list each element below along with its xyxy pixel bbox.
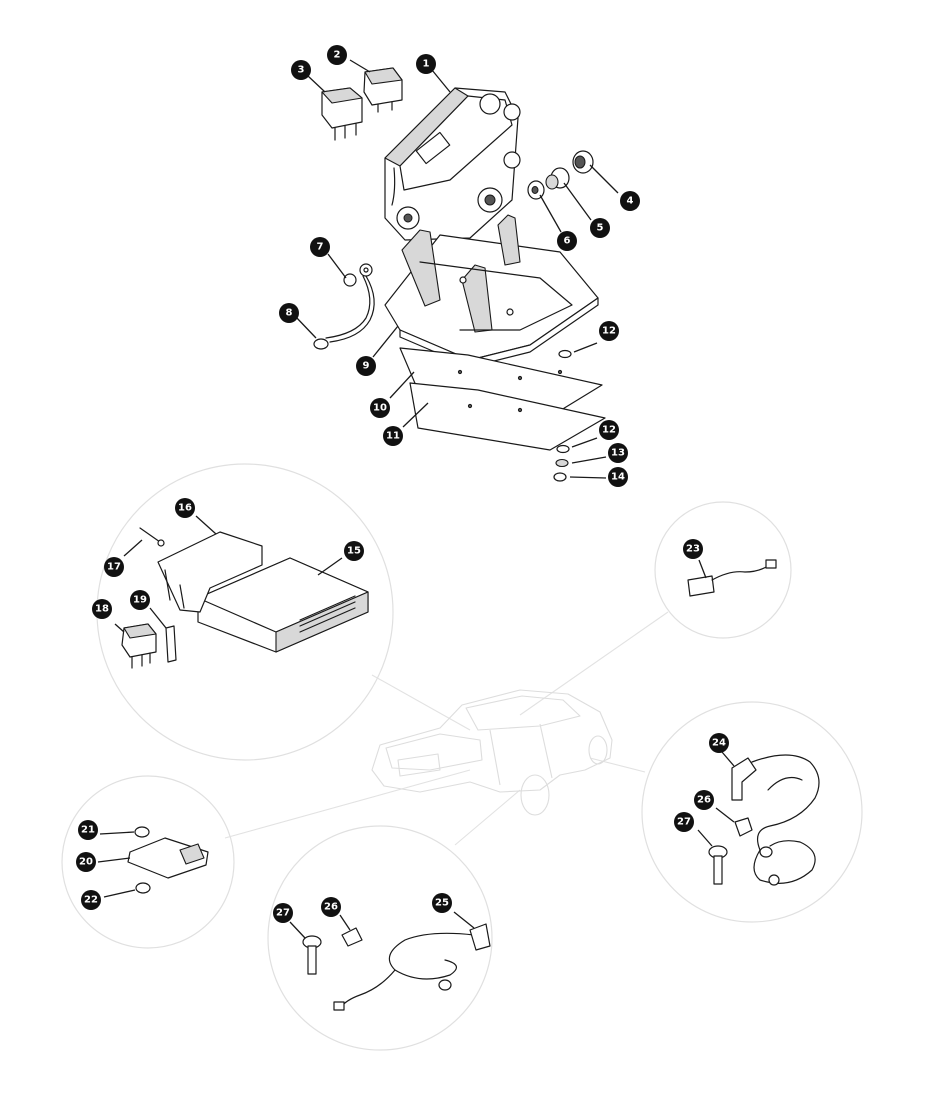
callout-label-4: 4 <box>627 196 634 207</box>
callout-badge-21: 21 <box>78 820 98 840</box>
callout-label-22: 22 <box>84 895 98 906</box>
callout-label-17: 17 <box>107 562 121 573</box>
callout-badge-8: 8 <box>279 303 299 323</box>
callout-badge-18: 18 <box>92 599 112 619</box>
detail-circle-front-sensor <box>267 825 493 1051</box>
callout-badge-27-rear: 27 <box>674 812 694 832</box>
callout-badge-24: 24 <box>709 733 729 753</box>
front-wheel-speed-sensor <box>302 923 491 1011</box>
callout-badge-25: 25 <box>432 893 452 913</box>
callout-badge-1: 1 <box>416 54 436 74</box>
callout-badge-12-upper: 12 <box>599 321 619 341</box>
mounting-grommets <box>527 150 594 200</box>
callout-label-25: 25 <box>435 898 449 909</box>
callout-label-6: 6 <box>564 236 571 247</box>
callout-badge-26-front: 26 <box>321 897 341 917</box>
callout-label-27-front: 27 <box>276 908 290 919</box>
washers-and-nuts <box>553 349 572 482</box>
callout-badge-16: 16 <box>175 498 195 518</box>
callout-label-8: 8 <box>286 308 293 319</box>
relay-pair <box>321 67 403 141</box>
callout-label-13: 13 <box>611 448 625 459</box>
callout-badge-19: 19 <box>130 590 150 610</box>
callout-label-26-rear: 26 <box>697 795 711 806</box>
detail-circle-accelerometer <box>61 775 235 949</box>
callout-badge-6: 6 <box>557 231 577 251</box>
callout-label-2: 2 <box>334 50 341 61</box>
callout-label-21: 21 <box>81 825 95 836</box>
insulator-pads <box>399 347 606 451</box>
callout-label-20: 20 <box>79 857 93 868</box>
callout-label-7: 7 <box>317 242 324 253</box>
callout-label-5: 5 <box>597 223 604 234</box>
detail-circle-rear-sensor <box>641 701 863 923</box>
callout-badge-10: 10 <box>370 398 390 418</box>
callout-badge-17: 17 <box>104 557 124 577</box>
hydraulic-modulator <box>384 87 521 241</box>
vehicle-outline <box>371 689 613 816</box>
callout-badge-5: 5 <box>590 218 610 238</box>
callout-label-15: 15 <box>347 546 361 557</box>
callout-badge-14: 14 <box>608 467 628 487</box>
accelerometer <box>127 826 209 894</box>
callout-label-1: 1 <box>423 59 430 70</box>
ecu-assembly <box>121 527 369 669</box>
sensor-23-harness <box>687 559 777 597</box>
callout-badge-13: 13 <box>608 443 628 463</box>
callout-badge-26-rear: 26 <box>694 790 714 810</box>
callout-label-26-front: 26 <box>324 902 338 913</box>
callout-label-11: 11 <box>386 431 400 442</box>
detail-circle-sensor-23 <box>654 501 792 639</box>
callout-label-12-upper: 12 <box>602 326 616 337</box>
callout-arrows <box>97 59 735 939</box>
callout-label-10: 10 <box>373 403 387 414</box>
callout-label-3: 3 <box>298 65 305 76</box>
rear-wheel-speed-sensor <box>708 754 820 886</box>
callout-label-24: 24 <box>712 738 726 749</box>
callout-badge-15: 15 <box>344 541 364 561</box>
callout-badge-4: 4 <box>620 191 640 211</box>
callout-badge-11: 11 <box>383 426 403 446</box>
callout-label-16: 16 <box>178 503 192 514</box>
callout-label-27-rear: 27 <box>677 817 691 828</box>
callout-badge-2: 2 <box>327 45 347 65</box>
leader-lines <box>224 611 669 846</box>
callout-badge-20: 20 <box>76 852 96 872</box>
callout-label-19: 19 <box>133 595 147 606</box>
callout-badge-22: 22 <box>81 890 101 910</box>
callout-badge-12-lower: 12 <box>599 420 619 440</box>
callout-label-9: 9 <box>363 361 370 372</box>
mounting-bracket <box>384 214 599 368</box>
callout-label-18: 18 <box>95 604 109 615</box>
earth-lead <box>313 263 375 350</box>
callout-badge-27-front: 27 <box>273 903 293 923</box>
callout-badge-3: 3 <box>291 60 311 80</box>
callout-badge-7: 7 <box>310 237 330 257</box>
callout-label-12-lower: 12 <box>602 425 616 436</box>
callout-label-23: 23 <box>686 544 700 555</box>
callout-label-14: 14 <box>611 472 625 483</box>
callout-badge-23: 23 <box>683 539 703 559</box>
callout-badge-9: 9 <box>356 356 376 376</box>
